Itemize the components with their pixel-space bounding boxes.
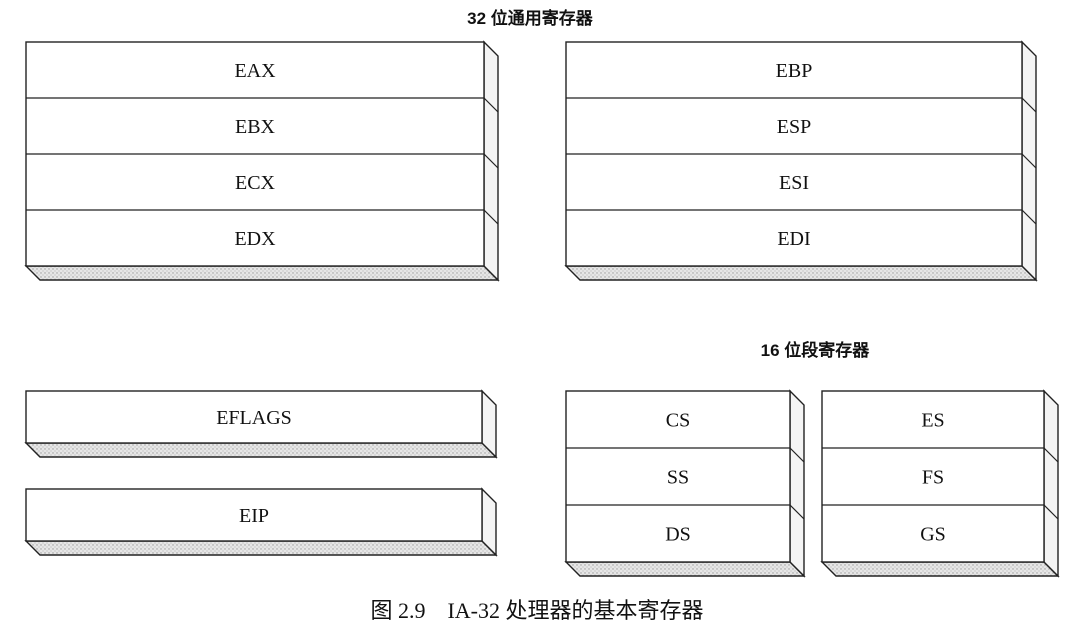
register-label-eip: EIP bbox=[239, 505, 269, 527]
block-bottom-face bbox=[24, 442, 498, 458]
register-stack-gp-left: EAX EBX ECX EDX bbox=[24, 40, 500, 282]
register-stack-seg-left: CS SS DS bbox=[564, 389, 806, 578]
register-stack-ip: EIP bbox=[24, 487, 498, 557]
register-label-eflags: EFLAGS bbox=[216, 407, 292, 429]
side-divider bbox=[483, 209, 499, 225]
register-label-cs: CS bbox=[666, 410, 690, 432]
block-side-face bbox=[789, 389, 805, 578]
block-front-face bbox=[565, 390, 791, 563]
register-stack-seg-right: ES FS GS bbox=[820, 389, 1060, 578]
register-stacks: EAX EBX ECX EDX EBP ESP ESI EDI EFLAGS EIP CS SS DS E… bbox=[24, 40, 1060, 578]
side-divider bbox=[1043, 447, 1059, 463]
register-label-gs: GS bbox=[920, 524, 946, 546]
register-stack-flags: EFLAGS bbox=[24, 389, 498, 459]
block-bottom-face bbox=[24, 265, 500, 281]
register-label-eax: EAX bbox=[234, 60, 276, 82]
side-divider bbox=[789, 504, 805, 520]
block-bottom-face bbox=[820, 561, 1060, 577]
heading-32bit-general-registers: 32 位通用寄存器 bbox=[467, 8, 594, 28]
heading-16bit-segment-registers: 16 位段寄存器 bbox=[761, 340, 871, 360]
block-front-face bbox=[25, 390, 483, 444]
block-side-face bbox=[1043, 389, 1059, 578]
figure-caption: 图 2.9 IA-32 处理器的基本寄存器 bbox=[370, 598, 703, 623]
side-divider bbox=[483, 97, 499, 113]
block-bottom-face bbox=[564, 265, 1038, 281]
block-bottom-face bbox=[24, 540, 498, 556]
register-label-ecx: ECX bbox=[235, 172, 276, 194]
register-label-esi: ESI bbox=[779, 172, 809, 194]
side-divider bbox=[1021, 97, 1037, 113]
register-label-edi: EDI bbox=[777, 228, 810, 250]
side-divider bbox=[789, 447, 805, 463]
register-label-ebp: EBP bbox=[776, 60, 813, 82]
register-label-ds: DS bbox=[665, 524, 691, 546]
side-divider bbox=[1021, 209, 1037, 225]
side-divider bbox=[1043, 504, 1059, 520]
register-label-ebx: EBX bbox=[235, 116, 276, 138]
register-label-edx: EDX bbox=[234, 228, 276, 250]
block-front-face bbox=[821, 390, 1045, 563]
register-label-es: ES bbox=[921, 410, 944, 432]
register-label-ss: SS bbox=[667, 467, 689, 489]
side-divider bbox=[483, 153, 499, 169]
side-divider bbox=[1021, 153, 1037, 169]
block-front-face bbox=[25, 488, 483, 542]
register-label-fs: FS bbox=[922, 467, 944, 489]
block-bottom-face bbox=[564, 561, 806, 577]
register-stack-gp-right: EBP ESP ESI EDI bbox=[564, 40, 1038, 282]
register-label-esp: ESP bbox=[777, 116, 811, 138]
